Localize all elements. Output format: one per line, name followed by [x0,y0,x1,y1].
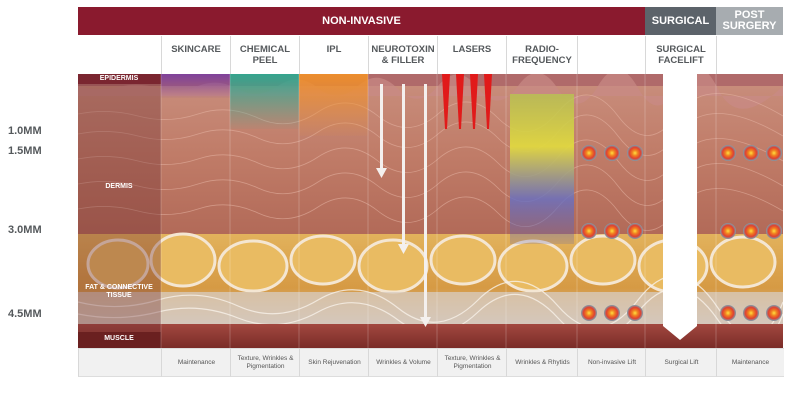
layer-fat: FAT & CONNECTIVE TISSUE [85,284,153,299]
col-skincare: SKINCARE [161,36,230,74]
col-ipl: IPL [299,36,368,74]
footer-radio-frequency: Wrinkles & Rhytids [506,348,578,377]
col-chemical-peel: CHEMICAL PEEL [230,36,299,74]
depth-1-0mm: 1.0MM [8,125,42,137]
col-non-invasive-lift [577,36,645,74]
footer-ipl: Skin Rejuvenation [299,348,369,377]
footer-surgical-lift: Surgical Lift [645,348,717,377]
energy-dots-lift [581,145,643,321]
layer-epidermis: EPIDERMIS [99,75,139,82]
footer-chemical-peel: Texture, Wrinkles & Pigmentation [230,348,300,377]
non-invasive-header: NON-INVASIVE [78,7,645,35]
col-neurotoxin-filler: NEUROTOXIN & FILLER [368,36,437,74]
layer-dermis: DERMIS [105,183,133,190]
col-post-surgery [716,36,783,74]
skin-cross-section [78,74,783,348]
col-radio-frequency: RADIO-FREQUENCY [506,36,577,74]
energy-dots-post [720,145,782,321]
footer-post-maintenance: Maintenance [716,348,784,377]
surgical-header: SURGICAL [645,7,716,35]
layer-muscle: MUSCLE [104,335,134,342]
depth-4-5mm: 4.5MM [8,308,42,320]
post-surgery-header: POST SURGERY [716,7,783,35]
col-lasers: LASERS [437,36,506,74]
depth-3-0mm: 3.0MM [8,224,42,236]
depth-1-5mm: 1.5MM [8,145,42,157]
col-surgical-facelift: SURGICAL FACELIFT [645,36,716,74]
footer-neurotoxin-filler: Wrinkles & Volume [368,348,438,377]
footer-blank [78,348,162,377]
footer-non-invasive-lift: Non-invasive Lift [577,348,646,377]
footer-skincare: Maintenance [161,348,231,377]
footer-lasers: Texture, Wrinkles & Pigmentation [437,348,507,377]
